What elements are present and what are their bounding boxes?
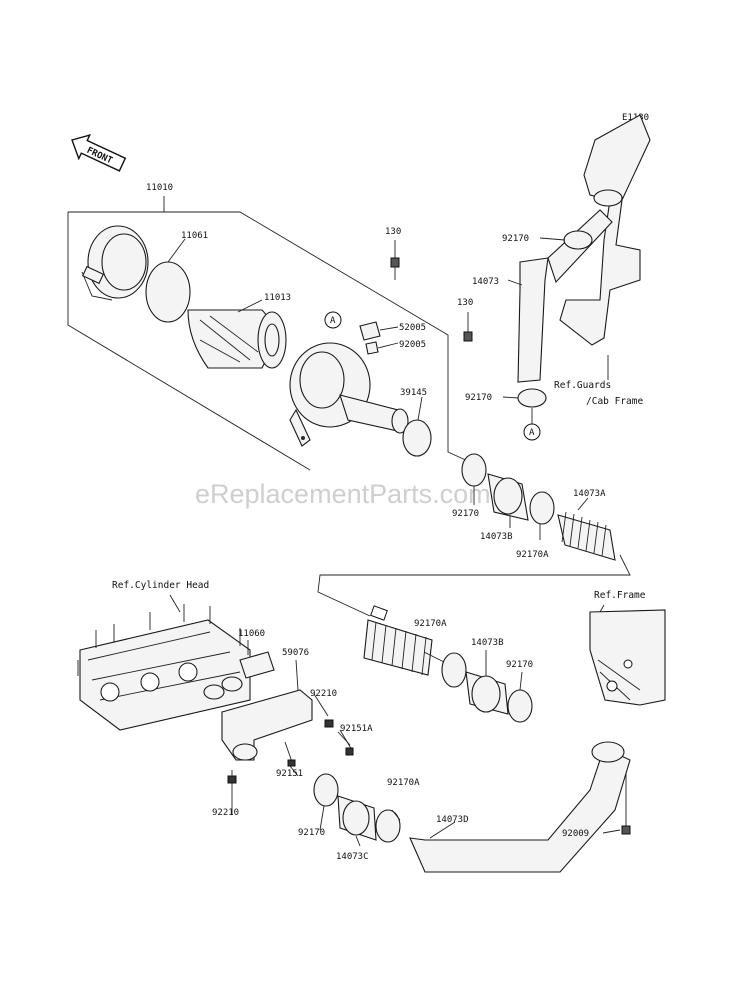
watermark-text: eReplacementParts.com [195,479,491,509]
label-92210-b: 92210 [212,808,239,818]
air-cleaner-cap [81,225,149,301]
label-92170-bot: 92170 [298,828,325,838]
bolt-130-a [390,240,400,280]
plug-52005 [359,321,381,341]
ref-frame [589,609,666,706]
label-92170a-bot: 92170A [387,778,420,788]
label-11061: 11061 [181,231,208,241]
label-ref-frame: Ref.Frame [594,590,646,601]
cylinder-head [77,604,251,731]
label-11060: 11060 [238,629,265,639]
hose-14073c [337,795,377,841]
connector-line [317,554,631,617]
label-92170-top: 92170 [502,234,529,244]
label-14073: 14073 [472,277,499,287]
label-92151a: 92151A [340,724,373,734]
bolt-92151a [339,729,354,756]
clamp-92170-low [507,689,533,723]
clamp-92170-mid [461,453,487,487]
svg-text:A: A [330,316,336,326]
label-ref-guards: Ref.Guards [554,380,611,391]
band-39145 [402,419,432,457]
bolt-130-b [463,312,473,342]
manifold-59076 [221,689,313,761]
label-11010: 11010 [146,183,173,193]
gasket-11060 [203,651,275,700]
label-ref-cylinder-head: Ref.Cylinder Head [112,580,209,591]
clamp-92170a-mid [529,491,555,525]
label-59076: 59076 [282,648,309,658]
hose-14073b-mid [487,473,529,521]
valve-92005 [365,341,379,355]
label-14073a: 14073A [573,489,606,499]
nut-92210-b [227,770,237,804]
hose-14073b-low [465,671,509,715]
label-ref-cab-frame: /Cab Frame [586,396,643,407]
callout-a-1: A [324,311,342,329]
o-ring [145,261,191,323]
callout-a-2: A [523,423,541,441]
label-92170a-mid: 92170A [516,550,549,560]
label-92170-low: 92170 [506,660,533,670]
label-52005: 52005 [399,323,426,333]
label-92005: 92005 [399,340,426,350]
label-130-a: 130 [385,227,401,237]
label-92009: 92009 [562,829,589,839]
label-39145: 39145 [400,388,427,398]
label-92170-mid: 92170 [452,509,479,519]
clamp-92170-guard [517,388,547,408]
bellows-lower [363,605,433,676]
nut-92210-a [324,719,334,728]
svg-text:A: A [529,428,535,438]
label-130-b: 130 [457,298,473,308]
label-14073d: 14073D [436,815,469,825]
air-cleaner-body [289,342,409,447]
clamp-92170-bot [313,773,339,807]
label-11013: 11013 [264,293,291,303]
hose-14073d [409,741,631,873]
label-92210-a: 92210 [310,689,337,699]
label-14073c: 14073C [336,852,369,862]
air-cleaner-assembly-box [67,196,471,471]
label-14073b-low: 14073B [471,638,504,648]
bellows-14073a [557,511,616,561]
clamp-92170a-bot [375,809,401,843]
front-arrow-icon: FRONT [71,133,127,172]
clamp-92170a-low [441,652,467,688]
label-14073b-mid: 14073B [480,532,513,542]
label-92151: 92151 [276,769,303,779]
bolt-92151 [284,741,296,767]
leader-lines [167,237,621,847]
cab-frame-guard [559,114,651,346]
clamp-92170-top [563,230,593,250]
label-92170-guard: 92170 [465,393,492,403]
filter-element [187,309,287,369]
label-92170a-low: 92170A [414,619,447,629]
